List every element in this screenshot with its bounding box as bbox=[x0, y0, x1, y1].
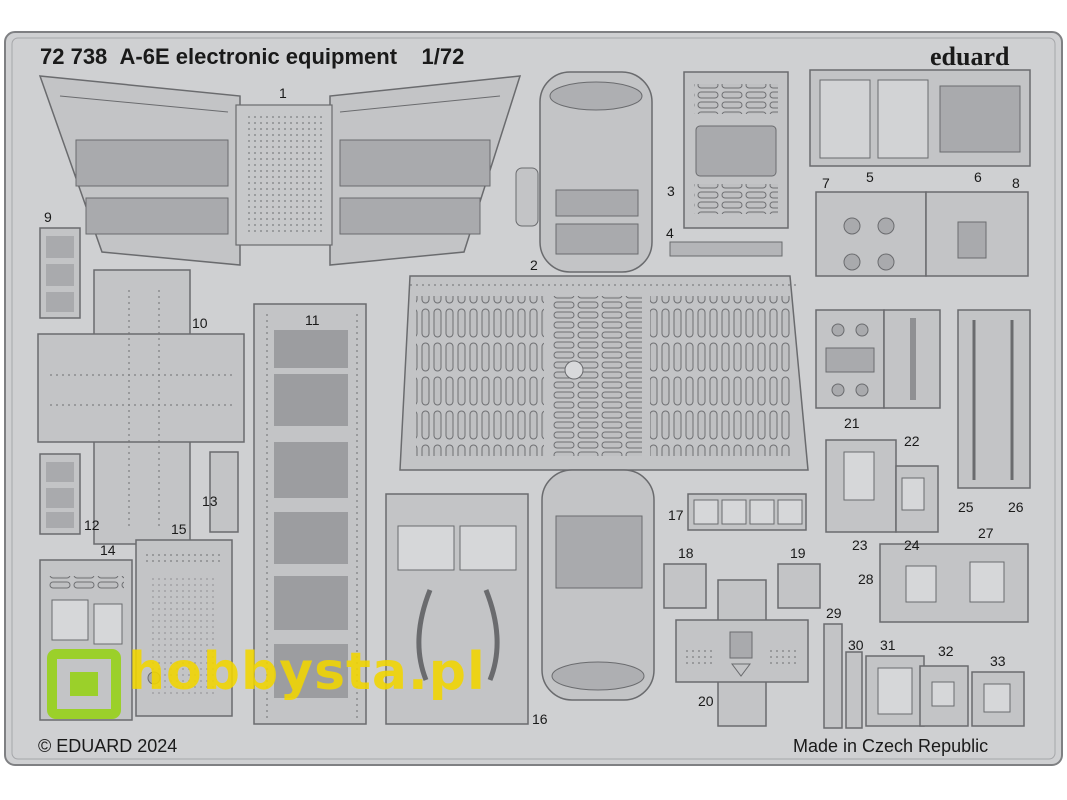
part-label-33: 33 bbox=[990, 653, 1006, 669]
part-12 bbox=[39, 453, 81, 535]
part-label-8: 8 bbox=[1012, 175, 1020, 191]
watermark-logo-icon bbox=[47, 649, 121, 719]
copyright-text: © EDUARD 2024 bbox=[38, 736, 178, 756]
part-label-2: 2 bbox=[530, 257, 538, 273]
part-label-28: 28 bbox=[858, 571, 874, 587]
part-33 bbox=[971, 671, 1025, 727]
part-11 bbox=[253, 303, 367, 725]
part-3 bbox=[683, 71, 789, 229]
part-13 bbox=[209, 451, 239, 533]
part-label-7: 7 bbox=[822, 175, 830, 191]
product-number: 72 738 bbox=[40, 44, 108, 69]
part-23 bbox=[825, 439, 897, 533]
part-7-8 bbox=[815, 191, 1029, 277]
part-label-18: 18 bbox=[678, 545, 694, 561]
part-10 bbox=[37, 269, 245, 545]
part-20 bbox=[675, 579, 809, 727]
watermark-text: hobbysta.pl bbox=[128, 642, 486, 702]
part-label-15: 15 bbox=[171, 521, 187, 537]
part-21 bbox=[815, 309, 885, 409]
part-4 bbox=[669, 241, 783, 257]
product-name: A-6E electronic equipment bbox=[119, 44, 398, 69]
part-label-12: 12 bbox=[84, 517, 100, 533]
part-17 bbox=[687, 493, 807, 531]
part-22 bbox=[883, 309, 941, 409]
part-label-10: 10 bbox=[192, 315, 208, 331]
part-label-24: 24 bbox=[904, 537, 920, 553]
part-label-4: 4 bbox=[666, 225, 674, 241]
part-label-13: 13 bbox=[202, 493, 218, 509]
part-label-26: 26 bbox=[1008, 499, 1024, 515]
part-25-26 bbox=[957, 309, 1031, 489]
part-label-20: 20 bbox=[698, 693, 714, 709]
part-18 bbox=[663, 563, 707, 609]
part-label-3: 3 bbox=[667, 183, 675, 199]
part-label-5: 5 bbox=[866, 169, 874, 185]
part-9 bbox=[39, 227, 81, 319]
part-label-25: 25 bbox=[958, 499, 974, 515]
part-label-31: 31 bbox=[880, 637, 896, 653]
part-2 bbox=[399, 71, 809, 701]
part-1 bbox=[38, 75, 522, 266]
part-label-9: 9 bbox=[44, 209, 52, 225]
part-5-6 bbox=[809, 69, 1031, 167]
part-label-21: 21 bbox=[844, 415, 860, 431]
part-label-11: 11 bbox=[305, 312, 320, 328]
part-label-19: 19 bbox=[790, 545, 806, 561]
part-label-14: 14 bbox=[100, 542, 116, 558]
part-label-27: 27 bbox=[978, 525, 994, 541]
part-label-22: 22 bbox=[904, 433, 920, 449]
part-15 bbox=[135, 539, 233, 717]
part-24 bbox=[895, 465, 939, 533]
origin-text: Made in Czech Republic bbox=[793, 736, 989, 756]
part-label-29: 29 bbox=[826, 605, 842, 621]
part-label-17: 17 bbox=[668, 507, 684, 523]
part-label-6: 6 bbox=[974, 169, 982, 185]
part-label-1: 1 bbox=[279, 85, 287, 101]
part-bits bbox=[515, 167, 539, 227]
part-16 bbox=[385, 493, 529, 725]
part-label-30: 30 bbox=[848, 637, 864, 653]
product-scale: 1/72 bbox=[421, 44, 465, 69]
part-29 bbox=[823, 623, 843, 729]
product-title: 72 738 A-6E electronic equipment 1/72 bbox=[40, 44, 464, 70]
part-label-32: 32 bbox=[938, 643, 954, 659]
brand-logo: eduard bbox=[930, 42, 1010, 71]
part-27-28 bbox=[879, 543, 1029, 623]
part-label-16: 16 bbox=[532, 711, 548, 727]
part-19 bbox=[777, 563, 821, 609]
part-label-23: 23 bbox=[852, 537, 868, 553]
part-32 bbox=[919, 665, 969, 727]
part-31 bbox=[865, 655, 925, 727]
part-30 bbox=[845, 651, 863, 729]
